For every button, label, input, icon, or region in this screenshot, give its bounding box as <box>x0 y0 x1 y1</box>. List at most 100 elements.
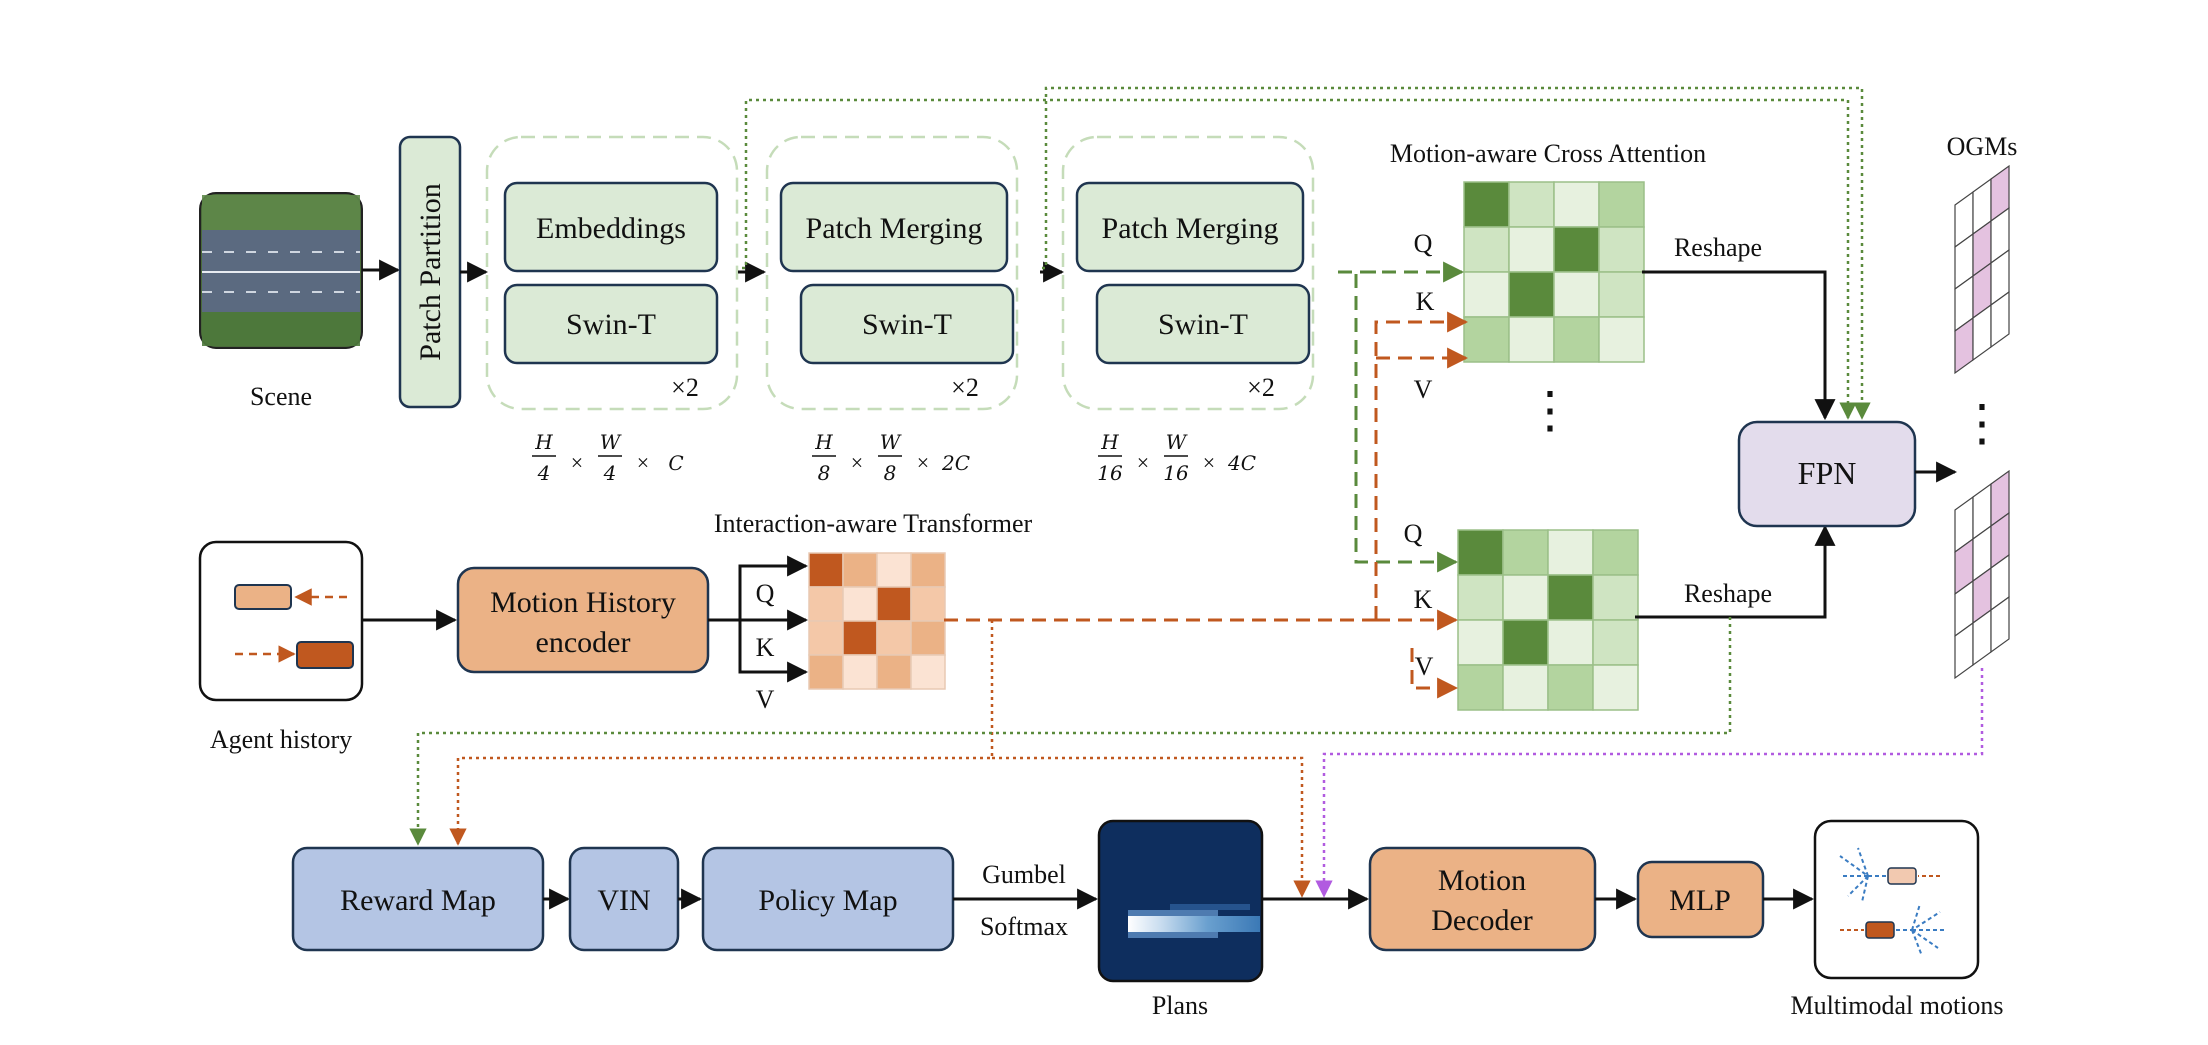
plans-image <box>1097 819 1264 983</box>
stage-2-swin-label: Swin-T <box>862 308 952 341</box>
mlp-label: MLP <box>1669 884 1731 917</box>
softmax-label: Softmax <box>980 912 1068 941</box>
multimodal-motions-label: Multimodal motions <box>1790 991 2003 1020</box>
matrix-cell <box>1457 574 1504 621</box>
matrix-cell <box>1508 181 1555 228</box>
stage-1-top-box <box>503 181 719 273</box>
matrix-cell <box>1598 226 1645 273</box>
ogm-cell <box>1990 595 2010 654</box>
dim-channels: C <box>668 451 683 475</box>
dim-w-num: W <box>1166 430 1188 454</box>
matrix-cell <box>808 586 844 622</box>
stage-1-multiplier: ×2 <box>671 373 699 402</box>
interaction-transformer-title: Interaction-aware Transformer <box>714 509 1033 538</box>
policy-map-label: Policy Map <box>758 884 897 917</box>
matrix-cell <box>876 654 912 690</box>
reward-map-label: Reward Map <box>340 884 496 917</box>
matrix-cell <box>910 586 946 622</box>
stage-3-swin-box <box>1095 283 1311 365</box>
matrix-cell <box>876 586 912 622</box>
scene-label: Scene <box>250 382 312 411</box>
dim-w-num: W <box>600 430 622 454</box>
motion-history-encoder-line1: Motion History <box>490 586 676 619</box>
matrix-cell <box>1547 619 1594 666</box>
matrix-cell <box>1547 529 1594 576</box>
dim-times-2: × <box>1203 450 1215 475</box>
matrix-cell <box>1463 181 1510 228</box>
matrix-cell <box>1598 316 1645 363</box>
interaction-k-label: K <box>756 633 775 662</box>
matrix-cell <box>1598 181 1645 228</box>
matrix-cell <box>808 620 844 656</box>
matrix-cell <box>1502 529 1549 576</box>
stage-2-top-label: Patch Merging <box>806 212 983 245</box>
multimodal-motions-image <box>1813 819 1980 980</box>
matrix-cell <box>1508 226 1555 273</box>
stage-1-top-label: Embeddings <box>536 212 686 245</box>
ogms-ellipsis: ⋮ <box>1957 395 2007 451</box>
matrix-cell <box>1502 664 1549 711</box>
stage-3-frame <box>1061 135 1315 411</box>
cross-attention-matrix-top <box>1463 181 1645 363</box>
motion-history-encoder-line2: encoder <box>536 626 631 659</box>
dim-h-den: 16 <box>1097 461 1123 485</box>
interaction-v-label: V <box>756 685 775 714</box>
matrix-cell <box>1508 316 1555 363</box>
matrix-cell <box>842 654 878 690</box>
matrix-cell <box>1457 619 1504 666</box>
matrix-cell <box>808 552 844 588</box>
top-reshape-label: Reshape <box>1674 233 1762 262</box>
top-v-label: V <box>1414 375 1433 404</box>
scene-image <box>199 192 363 349</box>
dim-channels: 4C <box>1227 451 1256 475</box>
top-k-label: K <box>1416 287 1435 316</box>
stage-2-dims: H8×W8×2C <box>812 430 970 485</box>
dim-h-num: H <box>1100 430 1119 454</box>
matrix-cell <box>1592 619 1639 666</box>
plans-label: Plans <box>1152 991 1208 1020</box>
dim-channels: 2C <box>941 451 970 475</box>
gumbel-label: Gumbel <box>982 860 1066 889</box>
fpn-label: FPN <box>1798 455 1857 491</box>
patch-partition-label: Patch Partition <box>414 183 447 360</box>
matrix-cell <box>910 654 946 690</box>
encoder-v-arrow <box>738 620 809 683</box>
vin-label: VIN <box>597 884 650 917</box>
stage-3-multiplier: ×2 <box>1247 373 1275 402</box>
matrix-cell <box>1598 271 1645 318</box>
ogm-cell <box>1990 290 2010 349</box>
top-reshape-arrow <box>1642 270 1836 421</box>
dim-w-den: 8 <box>884 461 897 485</box>
dim-h-num: H <box>814 430 833 454</box>
skip-connection-stage2 <box>1042 86 1871 420</box>
top-k-arrow <box>1374 311 1469 620</box>
dim-w-den: 4 <box>603 461 617 485</box>
bottom-reshape-label: Reshape <box>1684 579 1772 608</box>
top-q-label: Q <box>1414 229 1433 258</box>
matrix-cell <box>1553 316 1600 363</box>
ogms-label: OGMs <box>1947 132 2018 161</box>
matrix-cell <box>1547 664 1594 711</box>
stage-2-top-box <box>779 181 1009 273</box>
dim-times-1: × <box>571 450 583 475</box>
matrix-cell <box>1463 316 1510 363</box>
matrix-cell <box>1457 664 1504 711</box>
agent-history-box <box>198 540 364 702</box>
stage-2-swin-box <box>799 283 1015 365</box>
matrix-cell <box>842 552 878 588</box>
agent-history-label: Agent history <box>210 725 352 754</box>
matrix-cell <box>1457 529 1504 576</box>
dim-h-num: H <box>534 430 553 454</box>
dim-h-den: 4 <box>537 461 551 485</box>
matrix-cell <box>842 620 878 656</box>
interaction-q-label: Q <box>756 579 775 608</box>
bottom-v-arrow <box>1410 648 1459 699</box>
dim-times-2: × <box>917 450 929 475</box>
matrix-cell <box>910 620 946 656</box>
matrix-cell <box>1508 271 1555 318</box>
dim-times-2: × <box>637 450 649 475</box>
